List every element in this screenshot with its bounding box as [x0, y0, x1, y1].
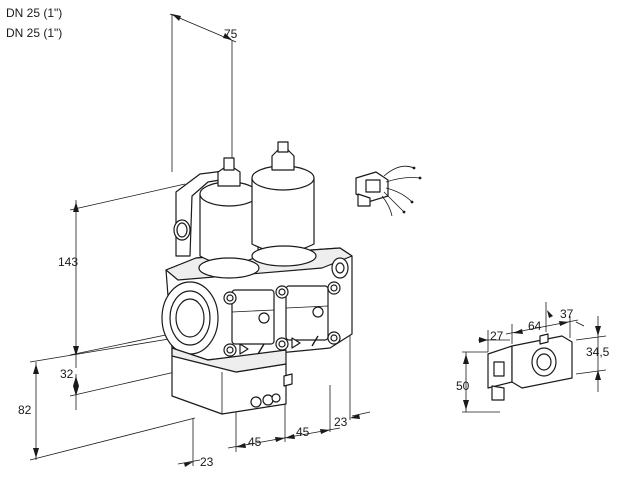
valve-assembly — [161, 141, 353, 415]
dim-34-5: 34,5 — [586, 345, 610, 359]
dimension-lines — [29, 13, 371, 467]
dim-75: 75 — [224, 27, 238, 41]
dim-23-bottom: 23 — [200, 455, 214, 469]
pilot-valve — [487, 333, 573, 401]
dim-23-right: 23 — [334, 415, 348, 429]
dim-64: 64 — [528, 319, 542, 333]
dim-45-right: 45 — [296, 425, 310, 439]
pilot-dimension-lines — [462, 302, 607, 413]
header-line-2: DN 25 (1") — [6, 26, 63, 40]
dim-143: 143 — [58, 255, 78, 269]
cable-connector — [355, 165, 422, 217]
header-line-1: DN 25 (1") — [6, 6, 63, 20]
dim-45-left: 45 — [248, 435, 262, 449]
dim-50: 50 — [456, 379, 470, 393]
dim-82: 82 — [18, 403, 32, 417]
dim-32: 32 — [60, 367, 74, 381]
dim-37: 37 — [560, 307, 574, 321]
dim-27: 27 — [490, 329, 504, 343]
